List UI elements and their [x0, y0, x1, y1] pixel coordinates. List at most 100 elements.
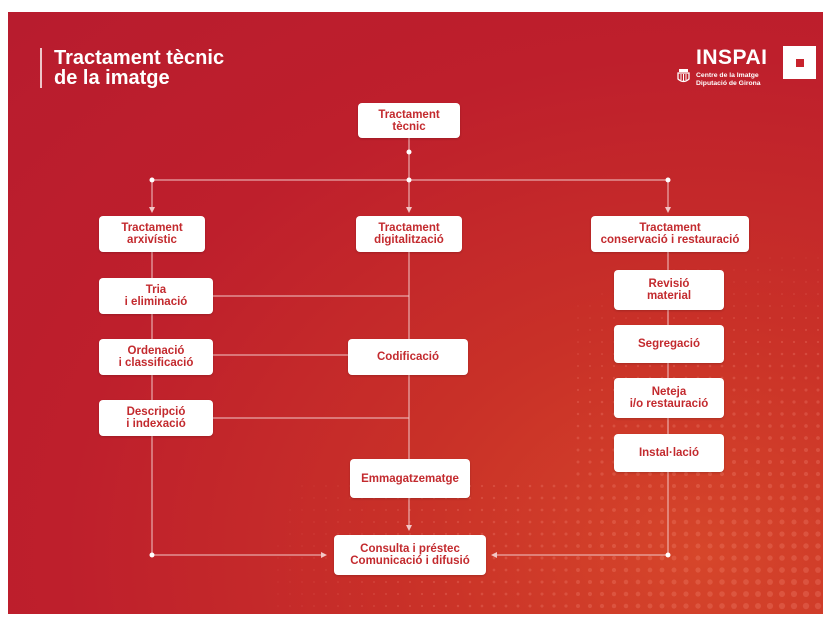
halftone-dot — [755, 519, 761, 525]
halftone-dot — [576, 496, 580, 500]
halftone-dot — [432, 592, 436, 596]
halftone-dot — [601, 329, 603, 331]
halftone-dot — [731, 459, 737, 465]
halftone-dot — [659, 543, 665, 549]
halftone-dot — [456, 520, 460, 524]
halftone-dot — [745, 317, 747, 319]
halftone-dot — [504, 496, 508, 500]
halftone-dot — [456, 604, 460, 608]
halftone-dot — [611, 543, 617, 549]
halftone-dot — [768, 376, 772, 380]
halftone-dot — [325, 593, 327, 595]
halftone-dot — [635, 507, 641, 513]
halftone-dot — [804, 328, 808, 332]
halftone-dot — [757, 293, 759, 295]
halftone-dot — [301, 509, 303, 511]
halftone-dot — [720, 424, 724, 428]
halftone-dot — [744, 340, 748, 344]
halftone-dot — [480, 484, 484, 488]
halftone-dot — [816, 328, 820, 332]
halftone-dot — [791, 459, 797, 465]
halftone-dot — [695, 543, 701, 549]
halftone-dot — [707, 495, 713, 501]
halftone-dot — [731, 579, 737, 585]
halftone-dot — [516, 496, 520, 500]
halftone-dot — [767, 519, 773, 525]
halftone-dot — [767, 471, 773, 477]
halftone-dot — [684, 472, 688, 476]
halftone-dot — [277, 557, 279, 559]
halftone-dot — [385, 521, 387, 523]
halftone-dot — [624, 508, 628, 512]
halftone-dot — [552, 568, 556, 572]
node-tractament-arxivistic: Tractament arxivístic — [99, 216, 205, 252]
halftone-dot — [816, 448, 820, 452]
halftone-dot — [337, 497, 339, 499]
halftone-dot — [397, 509, 399, 511]
halftone-dot — [492, 592, 496, 596]
halftone-dot — [492, 484, 496, 488]
logo-subtitle-1: Centre de la Imatge — [696, 72, 759, 79]
halftone-dot — [540, 544, 544, 548]
halftone-dot — [552, 496, 556, 500]
halftone-dot — [767, 459, 773, 465]
junction-dot-root — [406, 149, 412, 155]
halftone-dot — [576, 520, 580, 524]
halftone-dot — [385, 605, 387, 607]
halftone-dot — [731, 567, 737, 573]
halftone-dot — [814, 578, 822, 586]
halftone-dot — [612, 496, 616, 500]
halftone-dot — [804, 400, 808, 404]
halftone-dot — [768, 400, 772, 404]
halftone-dot — [611, 531, 617, 537]
halftone-dot — [768, 352, 772, 356]
halftone-dot — [744, 352, 748, 356]
halftone-dot — [816, 424, 820, 428]
halftone-dot — [816, 412, 820, 416]
halftone-dot — [540, 508, 544, 512]
halftone-dot — [289, 557, 291, 559]
halftone-dot — [814, 602, 822, 610]
halftone-dot — [743, 567, 749, 573]
halftone-dot — [671, 543, 677, 549]
halftone-dot — [444, 592, 448, 596]
halftone-dot — [803, 543, 809, 549]
halftone-dot — [755, 507, 761, 513]
halftone-dot — [600, 448, 604, 452]
halftone-dot — [769, 269, 771, 271]
halftone-dot — [409, 533, 411, 535]
halftone-dot — [313, 557, 315, 559]
halftone-dot — [754, 602, 762, 610]
halftone-dot — [528, 532, 532, 536]
halftone-dot — [516, 484, 520, 488]
halftone-dot — [719, 507, 725, 513]
halftone-dot — [732, 412, 736, 416]
halftone-dot — [804, 340, 808, 344]
halftone-dot — [696, 364, 700, 368]
halftone-dot — [780, 436, 784, 440]
halftone-dot — [540, 496, 544, 500]
halftone-dot — [588, 520, 592, 524]
halftone-dot — [695, 507, 701, 513]
logo-square-inner — [796, 59, 804, 67]
halftone-dot — [793, 257, 795, 259]
halftone-dot — [361, 521, 363, 523]
halftone-dot — [659, 531, 665, 537]
halftone-dot — [588, 556, 592, 560]
halftone-dot — [552, 484, 556, 488]
halftone-dot — [313, 593, 315, 595]
halftone-dot — [696, 424, 700, 428]
halftone-dot — [743, 591, 749, 597]
halftone-dot — [744, 364, 748, 368]
halftone-dot — [648, 424, 652, 428]
halftone-dot — [504, 580, 508, 584]
halftone-dot — [659, 507, 665, 513]
halftone-dot — [337, 593, 339, 595]
halftone-dot — [733, 281, 735, 283]
halftone-dot — [647, 531, 653, 537]
halftone-dot — [791, 471, 797, 477]
halftone-dot — [528, 544, 532, 548]
halftone-dot — [277, 569, 279, 571]
halftone-dot — [708, 364, 712, 368]
halftone-dot — [743, 531, 749, 537]
